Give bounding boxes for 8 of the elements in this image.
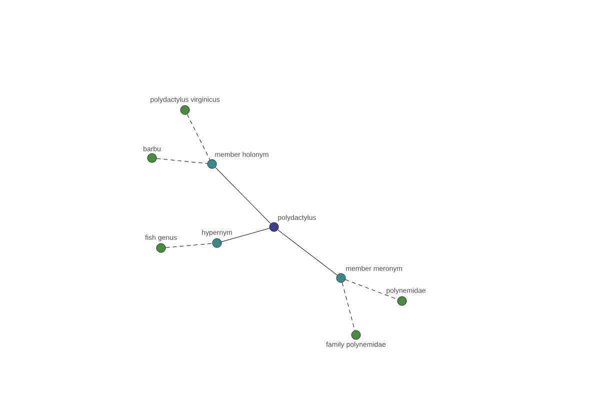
connector-line bbox=[186, 114, 210, 160]
connector-line bbox=[345, 279, 398, 300]
connector-line bbox=[165, 243, 213, 248]
connector-line bbox=[278, 230, 338, 276]
connector-line bbox=[215, 167, 271, 224]
connector-line bbox=[342, 282, 356, 331]
connector-line bbox=[156, 158, 208, 164]
connector-line bbox=[221, 228, 270, 242]
